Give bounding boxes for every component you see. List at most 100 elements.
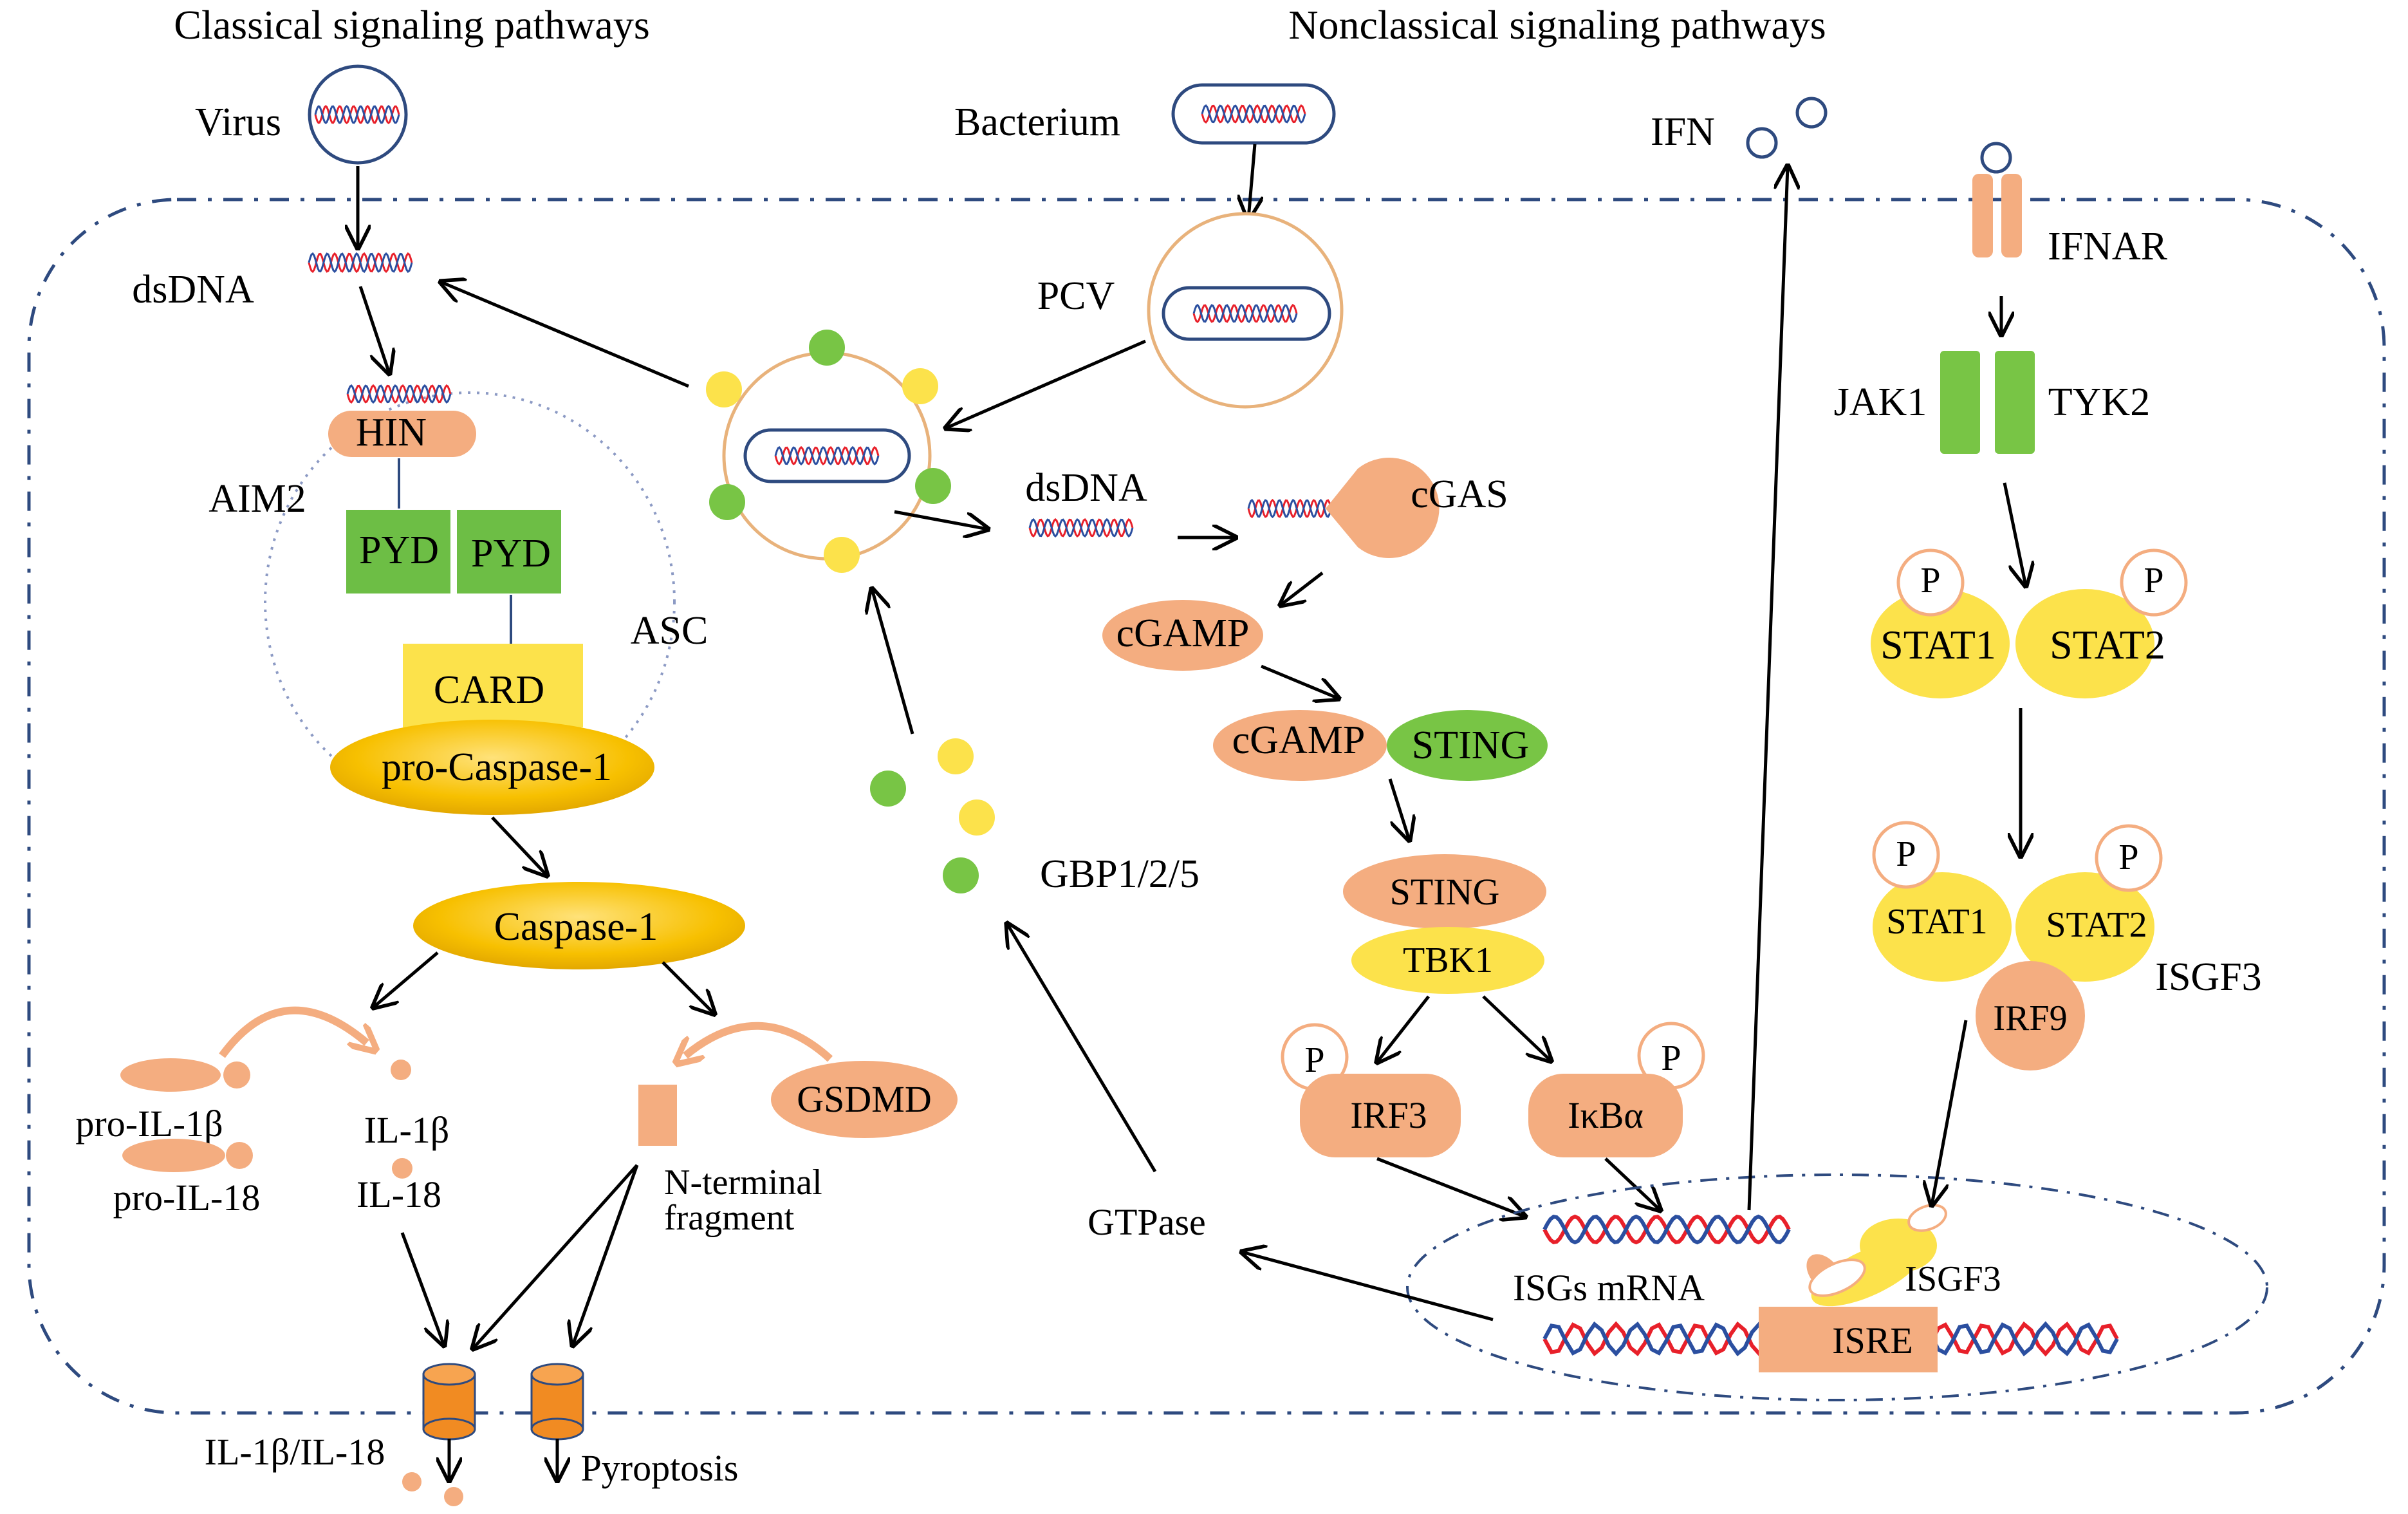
released-il-dot-1 [402,1472,421,1491]
il1b-il18-label: IL-1β/IL-18 [205,1431,385,1473]
arrow-cgas-to-cgamp [1281,572,1324,605]
arrow-ikba-to-nucleus [1604,1157,1660,1210]
irf3-label: IRF3 [1350,1094,1427,1136]
cgamp2-label: cGAMP [1232,718,1366,762]
il-cleavage-arrow [219,1006,367,1058]
card-label: CARD [434,668,544,712]
pcv-bacterium [1162,286,1331,341]
ikba-label: IκBα [1568,1094,1644,1136]
arrow-jak-to-stat [2003,482,2026,586]
arrow-casp-to-gsdmd [662,961,714,1014]
pro-il1b-dot [223,1061,250,1089]
vacuole-dna [774,445,880,466]
stat1-phospho [1896,548,1965,617]
title-classical: Classical signaling pathways [174,2,649,48]
isgf3-stat2 [2015,872,2154,982]
pyd-domain-asc [457,510,561,593]
pyd1-label: PYD [359,528,439,572]
ifn-molecule-1 [1746,127,1778,159]
arrow-irf3-to-nucleus [1376,1157,1525,1217]
arrow-sting-to-tbk1 [1388,778,1409,840]
gsdmd-pore-2 [530,1363,584,1441]
gbp-green-right [915,468,951,504]
il18-label: IL-18 [357,1173,441,1215]
tyk2 [1995,351,2035,454]
gbp-yellow-bottom [824,537,860,573]
gbp-yellow-left [706,371,742,407]
cgamp-label: cGAMP [1116,612,1250,655]
pcv-label: PCV [1037,274,1115,318]
ifnar-subunit-2 [2001,174,2022,257]
gsdmd [771,1061,958,1138]
gbp-green-left [709,484,745,520]
pro-il18-label: pro-IL-18 [113,1177,261,1219]
isgs-mrna-label: ISGs mRNA [1513,1267,1705,1309]
isgf3-stat2-label: STAT2 [2046,905,2147,945]
arrow-pcv-to-ruptured [946,339,1146,428]
arrow-mrna-to-gtpase [1242,1252,1494,1322]
arrow-cgamp-to-sting [1261,664,1338,698]
isgf3-p1-label: P [1896,834,1916,874]
irf9-label: IRF9 [1993,998,2067,1038]
gbp-free-4 [943,857,979,893]
stat1-label: STAT1 [1880,622,1996,668]
isre-box [1759,1307,1938,1372]
gbp-free-1 [938,738,974,774]
jak1 [1940,351,1980,454]
ikba [1528,1074,1683,1157]
arrow-gtpase-to-gbp [1007,924,1157,1173]
gbp-free-2 [870,771,906,807]
arrow-vacuole-to-dsdna-mid [894,510,988,529]
stat1-p-label: P [1920,561,1940,601]
virus-dna [314,105,400,124]
arrow-gbp-to-vacuole [872,589,914,734]
gbp-yellow-right [902,368,938,404]
fragment-label: fragment [664,1198,795,1238]
sting-receptor [1387,710,1548,781]
arrow-procasp-to-casp [491,816,547,875]
sting2-label: STING [1390,871,1500,913]
irf9 [1976,961,2085,1070]
jak1-label: JAK1 [1834,380,1927,424]
ifnar-label: IFNAR [2048,225,2168,268]
stat1 [1871,589,2010,698]
ifn-bound [1980,142,2012,174]
isre-label: ISRE [1832,1320,1913,1361]
dsdna-left-strand [308,252,413,274]
hin-bound-dna [346,384,452,404]
gbp-label: GBP1/2/5 [1040,852,1199,896]
bacterium-dna [1201,104,1306,124]
cell-membrane [27,198,2386,1415]
hin-label: HIN [356,411,427,454]
tyk2-label: TYK2 [2048,380,2150,424]
tbk1-label: TBK1 [1403,940,1493,980]
isgf3-stat1 [1873,872,2012,982]
ikba-p-label: P [1661,1038,1681,1078]
arrow-tbk1-to-ikba [1482,995,1551,1061]
isgf3-stat2-phospho [2095,824,2163,892]
pyd2-label: PYD [471,532,551,575]
arrow-bacterium-to-pcv [1248,144,1255,219]
pro-il18-dot [226,1142,253,1169]
arrow-casp-to-il [373,951,439,1007]
pro-caspase1 [330,720,654,815]
irf3 [1300,1074,1461,1157]
pcv-dna [1192,303,1298,324]
caspase1-label: Caspase-1 [494,905,658,949]
sting-complex [1343,854,1546,929]
pro-il1b-label: pro-IL-1β [75,1103,223,1145]
pro-il18-shape [122,1139,225,1172]
arrow-vacuole-to-dsdna-left [441,282,689,388]
arrow-tbk1-to-irf3 [1377,995,1430,1062]
il18-dot [392,1158,412,1179]
caspase1 [413,882,745,969]
stat2-label: STAT2 [2050,622,2165,668]
tbk1 [1351,927,1544,994]
isgs-mrna-helix [1542,1214,1791,1245]
released-il-dot-2 [444,1487,463,1506]
gsdmd-cleavage-arrow [685,1022,833,1059]
ifn-molecule-2 [1795,97,1828,129]
il1b-label: IL-1β [364,1109,450,1151]
gbp-free-3 [959,799,995,836]
